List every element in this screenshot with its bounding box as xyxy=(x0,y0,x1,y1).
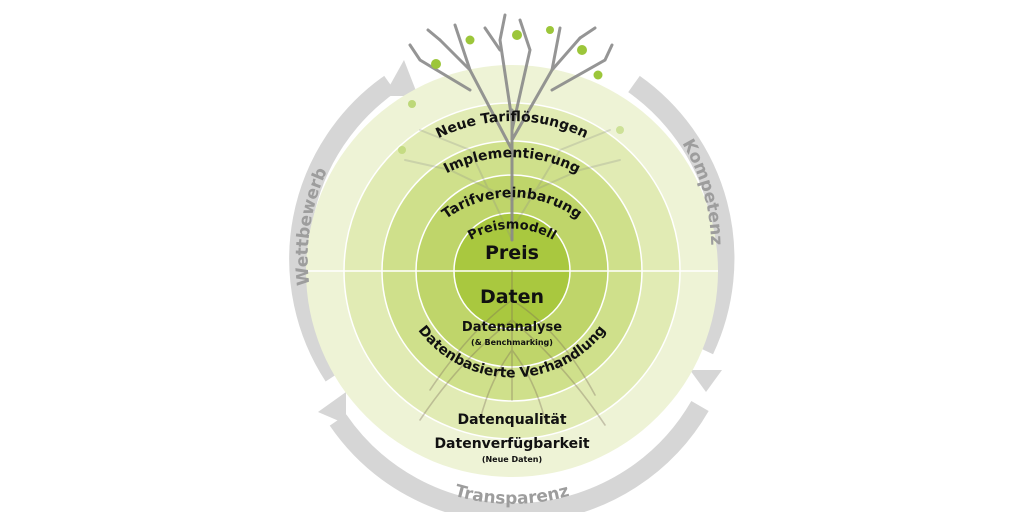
roots-icon xyxy=(419,270,606,426)
arrow-bottom-arc xyxy=(329,400,709,512)
cycle-arrows xyxy=(289,75,735,512)
lower-ring-1-label: Datenanalyse xyxy=(462,320,562,335)
cycle-label-bottom: Transparenz xyxy=(453,481,572,509)
arrow-left-arc xyxy=(289,75,396,382)
arrow-right-arc xyxy=(628,75,735,355)
lower-ring-4-label: Datenverfügbarkeit xyxy=(434,436,589,452)
rings xyxy=(306,65,718,477)
arrowheads xyxy=(318,60,722,424)
center-bottom-label: Daten xyxy=(480,286,544,308)
tree-icon xyxy=(398,13,624,242)
lower-ring-1-sublabel: (& Benchmarking) xyxy=(471,338,553,347)
arrowhead-top-left xyxy=(384,60,418,96)
lower-ring-4-sublabel: (Neue Daten) xyxy=(482,455,542,464)
arrowhead-right xyxy=(690,370,722,392)
center-top-label: Preis xyxy=(485,242,539,264)
arrowhead-bottom-left xyxy=(318,392,346,424)
lower-ring-3-label: Datenqualität xyxy=(457,412,566,428)
